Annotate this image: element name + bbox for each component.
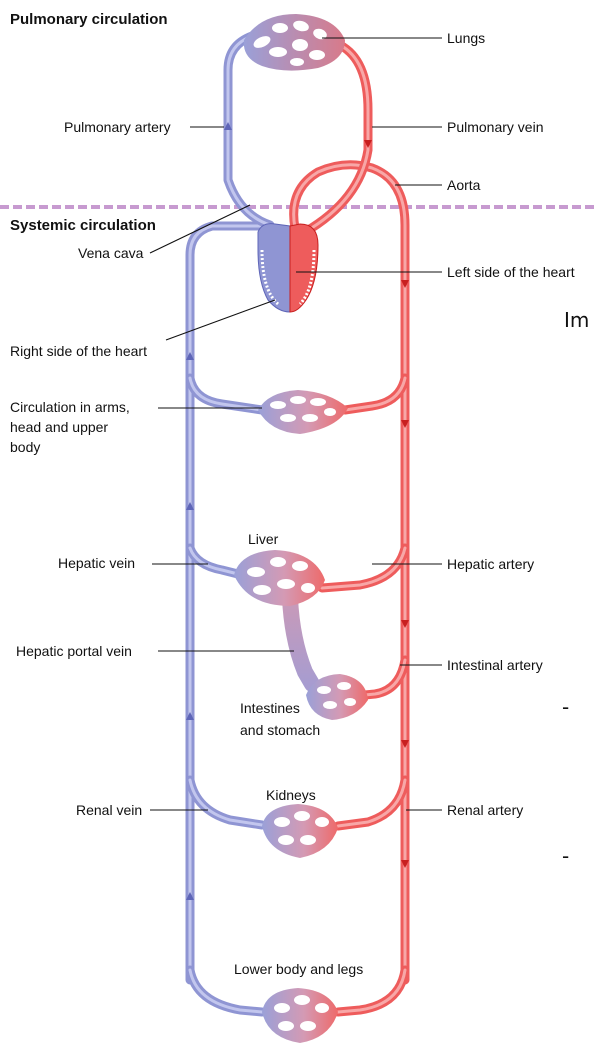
intestines-label-line1: Intestines bbox=[240, 700, 300, 716]
arms-label-line1: Circulation in arms, bbox=[10, 399, 130, 415]
left-heart-label: Left side of the heart bbox=[447, 264, 575, 280]
kidneys-label: Kidneys bbox=[266, 787, 316, 803]
liver-capillaries bbox=[234, 550, 325, 606]
right-heart-label: Right side of the heart bbox=[10, 343, 147, 359]
vena-cava-label: Vena cava bbox=[78, 245, 144, 261]
arms-label-line2: head and upper bbox=[10, 419, 108, 435]
side-text-dash-1: - bbox=[562, 695, 569, 719]
venous-system bbox=[190, 36, 270, 1012]
upper-body-capillaries bbox=[258, 390, 348, 434]
pulmonary-header: Pulmonary circulation bbox=[10, 11, 168, 28]
heart bbox=[258, 224, 318, 312]
hepatic-portal-vessel bbox=[290, 598, 312, 684]
hepatic-artery-label: Hepatic artery bbox=[447, 556, 534, 572]
renal-vein-label: Renal vein bbox=[76, 802, 142, 818]
renal-artery-label: Renal artery bbox=[447, 802, 523, 818]
lower-body-label: Lower body and legs bbox=[234, 961, 363, 977]
hepatic-vein-label: Hepatic vein bbox=[58, 555, 135, 571]
intestinal-artery-label: Intestinal artery bbox=[447, 657, 543, 673]
arterial-system bbox=[294, 45, 405, 1012]
lungs-capillaries bbox=[244, 14, 345, 71]
aorta-label: Aorta bbox=[447, 177, 481, 193]
liver-label: Liver bbox=[248, 531, 279, 547]
lower-body-capillaries bbox=[262, 988, 338, 1043]
kidney-capillaries bbox=[262, 804, 338, 858]
systemic-header: Systemic circulation bbox=[10, 217, 156, 234]
arms-label-line3: body bbox=[10, 439, 40, 455]
side-text-dash-2: - bbox=[562, 844, 569, 868]
side-text-im: Im bbox=[564, 308, 589, 332]
intestines-label-line2: and stomach bbox=[240, 722, 320, 738]
hepatic-portal-vein-label: Hepatic portal vein bbox=[16, 643, 132, 659]
pulmonary-vein-label: Pulmonary vein bbox=[447, 119, 544, 135]
pulmonary-artery-label: Pulmonary artery bbox=[64, 119, 171, 135]
lungs-label: Lungs bbox=[447, 30, 485, 46]
